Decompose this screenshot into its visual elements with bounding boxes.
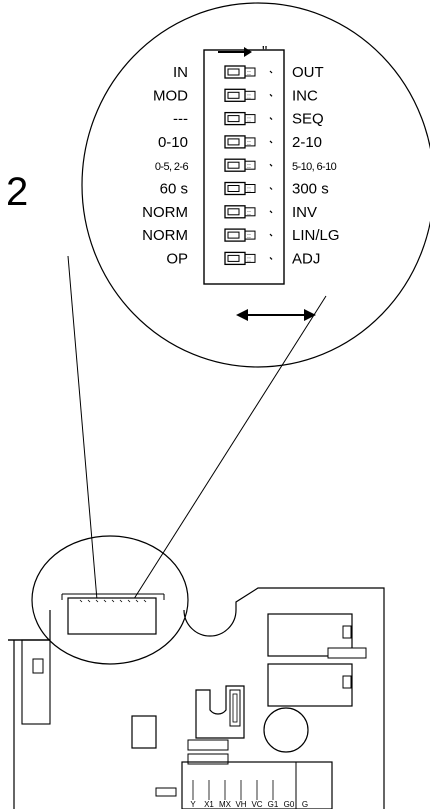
switch-left-label: 0-10 xyxy=(158,134,188,151)
switch-lever xyxy=(244,67,256,77)
terminal-label: G1 xyxy=(268,800,279,809)
switch-left-label: --- xyxy=(173,111,188,128)
switch-row: 0-5, 2-6 5-10, 6-10:: xyxy=(155,158,337,173)
svg-text:::: :: xyxy=(247,117,251,124)
switch-right-label: OUT xyxy=(292,64,324,81)
transformer xyxy=(195,685,245,739)
switch-lever xyxy=(244,137,256,147)
switch-row: 60 s 300 s:: xyxy=(160,181,329,198)
leader-line-right xyxy=(131,295,327,603)
switch-right-label: 5-10, 6-10 xyxy=(292,161,337,173)
switch-right-label: 2-10 xyxy=(292,134,322,151)
switch-left-label: NORM xyxy=(142,227,188,244)
switch-right-label: INV xyxy=(292,204,317,221)
switch-lever xyxy=(244,160,256,170)
terminal-label: VH xyxy=(235,800,246,809)
switch-row: NORM INV:: xyxy=(142,204,317,221)
switch-lever xyxy=(244,90,256,100)
svg-text:::: :: xyxy=(247,70,251,77)
switch-row: --- SEQ:: xyxy=(173,111,324,128)
switch-left-label: IN xyxy=(173,64,188,81)
switch-row: MOD INC:: xyxy=(153,87,318,104)
capacitor xyxy=(263,707,309,753)
header-mark: " xyxy=(262,43,267,60)
switch-right-label: INC xyxy=(292,87,318,104)
switch-lever xyxy=(244,184,256,193)
switch-row: IN OUT:: xyxy=(173,64,324,81)
switch-mark xyxy=(269,163,273,167)
switch-row: OP ADJ:: xyxy=(166,250,320,267)
switch-lever xyxy=(244,230,256,240)
board-dip-switch xyxy=(67,597,157,635)
switch-left-label: NORM xyxy=(142,204,188,221)
switch-mark xyxy=(269,187,273,190)
switch-lever xyxy=(244,253,256,263)
direction-arrow-icon xyxy=(218,47,252,57)
switch-rows: IN OUT::MOD INC::--- SEQ::0-10 2-10::0-5, 2-… xyxy=(142,64,339,267)
magnifier-circle xyxy=(81,2,430,368)
switch-left-label: 0-5, 2-6 xyxy=(155,161,189,173)
switch-left-label: OP xyxy=(166,250,188,267)
switch-mark xyxy=(269,233,273,237)
left-strip-pad xyxy=(32,658,44,674)
switch-left-label: MOD xyxy=(153,87,188,104)
terminal-label: G xyxy=(302,800,308,809)
relay-bottom xyxy=(267,663,353,707)
switch-row: NORM LIN/LG:: xyxy=(142,227,339,244)
figure-number: 2 xyxy=(6,170,28,214)
switch-right-label: LIN/LG xyxy=(292,227,340,244)
terminal-label: G0 xyxy=(284,800,295,809)
terminal-label: VC xyxy=(251,800,262,809)
switch-lever xyxy=(244,207,256,217)
svg-text:::: :: xyxy=(247,187,251,194)
switch-mark xyxy=(269,140,273,144)
double-arrow-icon xyxy=(236,309,316,321)
terminal-label: MX xyxy=(219,800,232,809)
switch-right-label: SEQ xyxy=(292,111,324,128)
terminal-block xyxy=(155,761,333,809)
board-dip-ticks xyxy=(79,599,147,603)
switch-right-label: 300 s xyxy=(292,181,329,198)
switch-mark xyxy=(269,117,273,121)
switch-right-label: ADJ xyxy=(292,250,320,267)
bar-component-bottom xyxy=(187,753,229,765)
terminal-label: X1 xyxy=(204,800,214,809)
switch-mark xyxy=(269,70,273,74)
svg-text:::: :: xyxy=(247,93,251,100)
switch-left-label: 60 s xyxy=(160,181,188,198)
svg-text:::: :: xyxy=(247,210,251,217)
leader-line-left xyxy=(67,255,98,601)
switch-mark xyxy=(269,93,273,97)
relay-tab xyxy=(327,647,367,659)
svg-text:::: :: xyxy=(247,256,251,263)
detail-circle xyxy=(31,535,189,665)
left-connector-strip xyxy=(21,639,51,725)
svg-text:::: :: xyxy=(247,140,251,147)
terminal-label: Y xyxy=(190,800,196,809)
svg-text:::: :: xyxy=(247,233,251,240)
svg-text:::: :: xyxy=(247,163,251,170)
switch-row: 0-10 2-10:: xyxy=(158,134,322,151)
switch-mark xyxy=(269,256,273,260)
switch-mark xyxy=(269,210,273,214)
relay-top xyxy=(267,613,353,657)
bar-component-top xyxy=(187,739,229,751)
small-component xyxy=(131,715,157,749)
switch-lever xyxy=(244,114,256,124)
